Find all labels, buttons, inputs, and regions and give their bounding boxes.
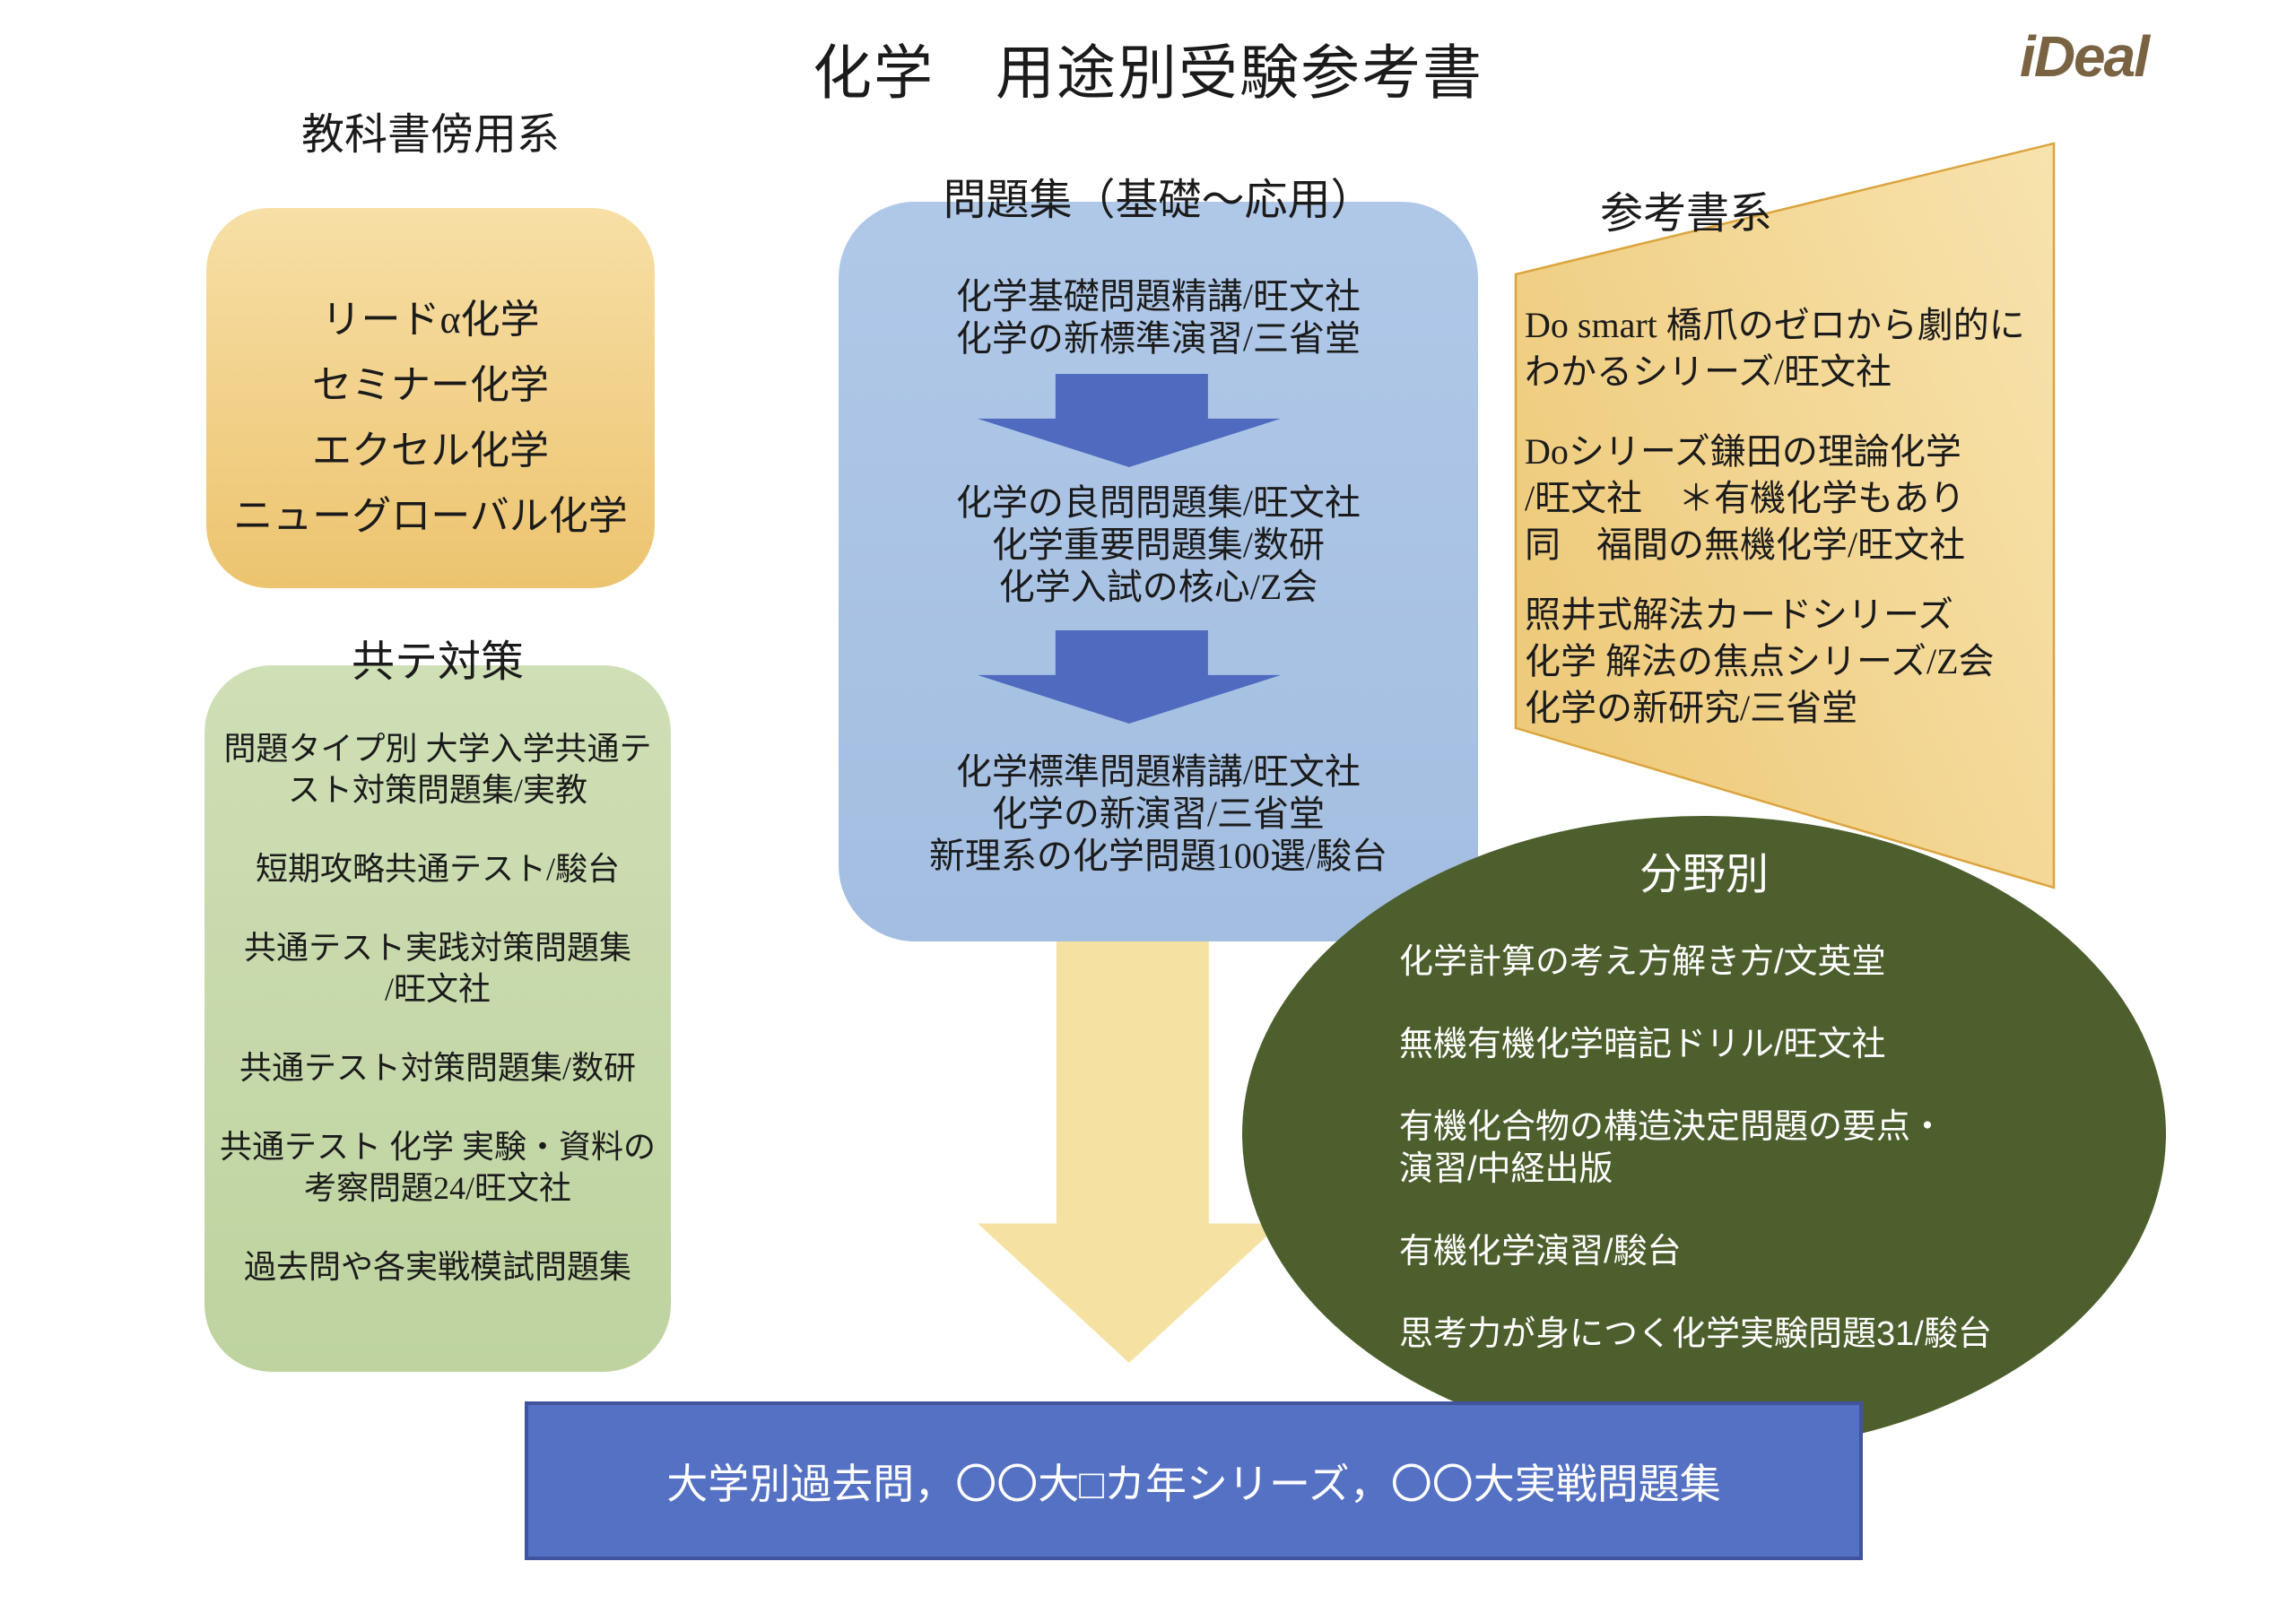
reference-books-group: Doシリーズ鎌田の理論化学 /旺文社 ＊有機化学もあり 同 福間の無機化学/旺文… [1525,431,1966,565]
list-item: ニューグローバル化学 [233,494,628,538]
flow-down-arrow-icon [978,935,1281,1363]
workbooks-stage-intermediate: 化学の良問問題集/旺文社 化学重要問題集/数研 化学入試の核心/Z会 [955,482,1361,607]
past-exams-bar-label: 大学別過去問，〇〇大□カ年シリーズ，〇〇大実戦問題集 [666,1460,1721,1507]
reference-books-group: Do smart 橋爪のゼロから劇的に わかるシリーズ/旺文社 [1525,305,2025,392]
list-item: エクセル化学 [312,429,549,473]
textbook-companion-box [206,208,655,588]
section-title-field-specific: 分野別 [1639,851,1769,898]
list-item: 過去問や各実戦模試問題集 [243,1249,631,1285]
page-title: 化学 用途別受験参考書 [813,41,1483,107]
list-item: 問題タイプ別 大学入学共通テ スト対策問題集/実教 [223,731,652,808]
section-title-workbooks: 問題集（基礎～応用） [943,177,1374,224]
list-item: 有機化合物の構造決定問題の要点・ 演習/中経出版 [1399,1108,1945,1188]
list-item: 短期攻略共通テスト/駿台 [255,851,620,887]
list-item: 無機有機化学暗記ドリル/旺文社 [1399,1026,1886,1063]
workbooks-stage-basic: 化学基礎問題精講/旺文社 化学の新標準演習/三省堂 [955,276,1361,359]
reference-books-group: 照井式解法カードシリーズ 化学 解法の焦点シリーズ/Z会 化学の新研究/三省堂 [1525,594,1995,728]
workbooks-stage-advanced: 化学標準問題精講/旺文社 化学の新演習/三省堂 新理系の化学問題100選/駿台 [928,751,1388,876]
list-item: 思考力が身につく化学実験問題31/駿台 [1399,1315,1992,1353]
section-title-kyote-taisaku: 共テ対策 [351,638,524,686]
list-item: 共通テスト 化学 実験・資料の 考察問題24/旺文社 [219,1129,656,1206]
section-title-reference-books: 参考書系 [1599,190,1772,238]
list-item: リードα化学 [321,298,540,342]
list-item: セミナー化学 [312,363,549,407]
list-item: 共通テスト対策問題集/数研 [239,1050,636,1086]
past-exams-bar: 大学別過去問，〇〇大□カ年シリーズ，〇〇大実戦問題集 [525,1401,1863,1560]
list-item: 有機化学演習/駿台 [1399,1233,1682,1271]
list-item: 共通テスト実践対策問題集 /旺文社 [243,930,631,1007]
section-title-textbook-companion: 教科書傍用系 [300,111,560,159]
kyote-taisaku-box: 問題タイプ別 大学入学共通テ スト対策問題集/実教 短期攻略共通テスト/駿台 共… [204,665,671,1372]
ideal-logo: iDeal [2020,24,2150,89]
reference-books-trapezoid [1514,142,2056,889]
list-item: 化学計算の考え方解き方/文英堂 [1399,943,1886,981]
field-specific-ellipse: 分野別 化学計算の考え方解き方/文英堂 無機有機化学暗記ドリル/旺文社 有機化合… [1242,816,2166,1453]
textbook-companion-list: リードα化学 セミナー化学 エクセル化学 ニューグローバル化学 [206,287,655,549]
workbooks-box [839,202,1478,941]
